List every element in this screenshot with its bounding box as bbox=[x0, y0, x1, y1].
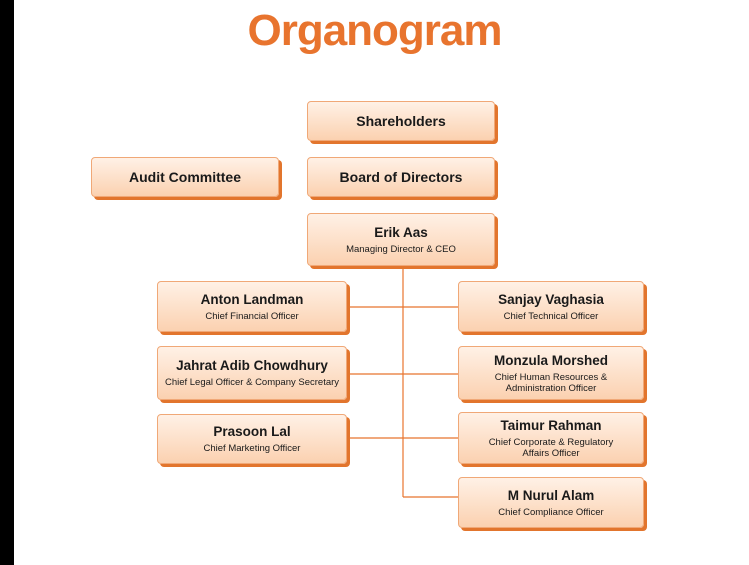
node-name: Audit Committee bbox=[129, 169, 241, 185]
node-name: Prasoon Lal bbox=[213, 424, 291, 439]
node-role: Chief Corporate & Regulatory Affairs Off… bbox=[488, 436, 614, 459]
chro-box: Monzula Morshed Chief Human Resources & … bbox=[458, 346, 644, 400]
node-role: Chief Marketing Officer bbox=[203, 443, 301, 454]
ccra-box: Taimur Rahman Chief Corporate & Regulato… bbox=[458, 412, 644, 464]
node-name: Jahrat Adib Chowdhury bbox=[176, 358, 328, 373]
node-role: Chief Human Resources & Administration O… bbox=[494, 371, 608, 394]
node-role: Chief Technical Officer bbox=[503, 310, 599, 322]
node-name: M Nurul Alam bbox=[507, 487, 595, 503]
node-name: Taimur Rahman bbox=[500, 417, 602, 433]
node-name: Anton Landman bbox=[200, 291, 304, 307]
audit-committee-box: Audit Committee bbox=[91, 157, 279, 197]
node-name: Erik Aas bbox=[374, 224, 428, 240]
cco-box: M Nurul Alam Chief Compliance Officer bbox=[458, 477, 644, 528]
node-name: Shareholders bbox=[356, 113, 446, 129]
node-role: Chief Legal Officer & Company Secretary bbox=[164, 377, 340, 388]
cto-box: Sanjay Vaghasia Chief Technical Officer bbox=[458, 281, 644, 332]
clo-box: Jahrat Adib Chowdhury Chief Legal Office… bbox=[157, 346, 347, 400]
board-of-directors-box: Board of Directors bbox=[307, 157, 495, 197]
left-edge-strip bbox=[0, 0, 14, 565]
cfo-box: Anton Landman Chief Financial Officer bbox=[157, 281, 347, 332]
node-name: Monzula Morshed bbox=[494, 352, 608, 368]
node-role: Managing Director & CEO bbox=[346, 243, 456, 255]
node-name: Board of Directors bbox=[339, 169, 463, 185]
node-role: Chief Compliance Officer bbox=[498, 506, 604, 518]
cmo-box: Prasoon Lal Chief Marketing Officer bbox=[157, 414, 347, 464]
shareholders-box: Shareholders bbox=[307, 101, 495, 141]
node-name: Sanjay Vaghasia bbox=[498, 291, 604, 307]
ceo-box: Erik Aas Managing Director & CEO bbox=[307, 213, 495, 266]
page-title: Organogram bbox=[247, 6, 502, 55]
node-role: Chief Financial Officer bbox=[205, 310, 299, 322]
